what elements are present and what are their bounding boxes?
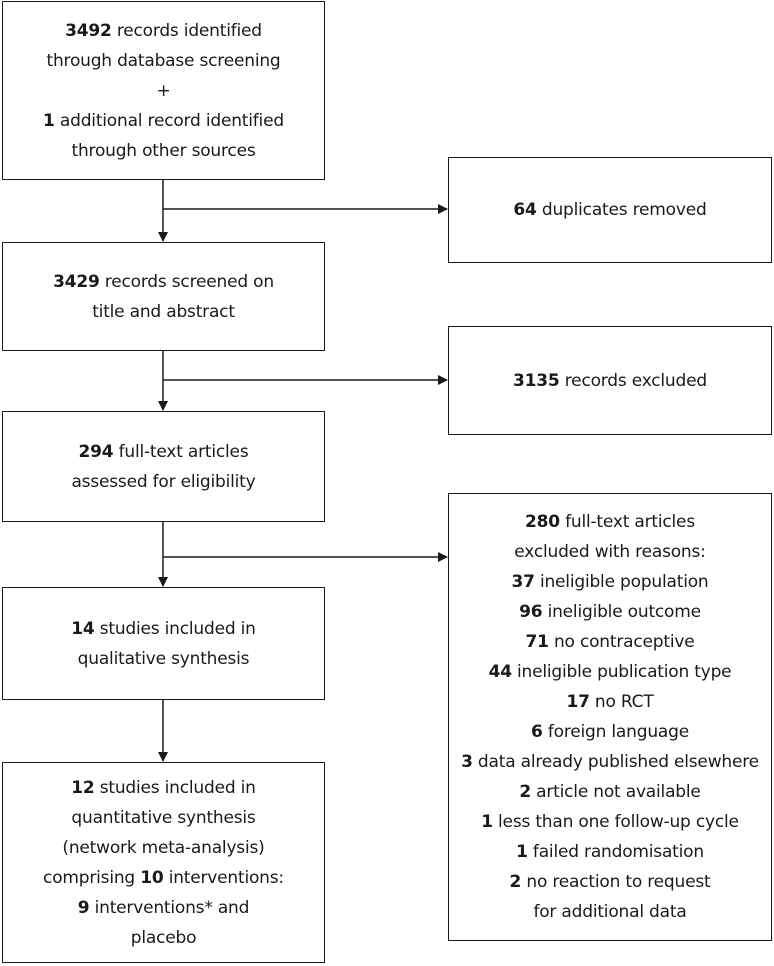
box-line: 1 failed randomisation [516, 837, 704, 867]
line-text: interventions* and [89, 897, 250, 918]
box-line: 12 studies included in [71, 773, 256, 803]
box-line: 64 duplicates removed [513, 195, 706, 225]
box-line: 1 additional record identified [43, 106, 284, 136]
box-fulltext-assessed: 294 full-text articles assessed for eligi… [2, 411, 325, 522]
box-line: 1 less than one follow-up cycle [481, 807, 739, 837]
line-text: no reaction to request [521, 872, 711, 892]
box-line: 3 data already published elsewhere [461, 747, 759, 777]
box-line: 280 full-text articles [525, 507, 695, 537]
line-text: records excluded [559, 370, 707, 391]
line-text: full-text articles [559, 512, 695, 532]
count-value: 2 [519, 782, 531, 802]
line-text: assessed for eligibility [71, 471, 256, 492]
box-records-screened: 3429 records screened on title and abstra… [2, 242, 325, 351]
box-line: 2 no reaction to request [510, 867, 711, 897]
box-line: through database screening [46, 46, 280, 76]
line-text: title and abstract [92, 301, 235, 322]
count-value: 64 [513, 200, 537, 220]
box-line: through other sources [71, 136, 255, 166]
line-text: qualitative synthesis [77, 648, 250, 669]
box-line: + [156, 76, 170, 106]
line-text: additional record identified [54, 110, 284, 131]
box-fulltext-excluded: 280 full-text articles excluded with reas… [448, 493, 772, 941]
line-text: full-text articles [113, 441, 249, 462]
count-value: 96 [519, 602, 543, 622]
box-line: 37 ineligible population [511, 567, 708, 597]
line-text: studies included in [94, 618, 256, 639]
count-value: 3492 [65, 20, 112, 41]
box-line: title and abstract [92, 297, 235, 327]
count-value: 14 [71, 618, 95, 639]
line-text: no RCT [589, 692, 654, 712]
box-line: 9 interventions* and [77, 893, 250, 923]
line-text: through other sources [71, 140, 256, 161]
line-text: ineligible publication type [511, 662, 732, 682]
count-value: 44 [488, 662, 512, 682]
line-text: interventions: [163, 867, 284, 888]
line-text: less than one follow-up cycle [492, 812, 739, 832]
box-line: qualitative synthesis [78, 644, 250, 674]
box-line: 6 foreign language [531, 717, 689, 747]
box-line: for additional data [533, 897, 686, 927]
count-value: 37 [511, 572, 535, 592]
box-line: 14 studies included in [71, 614, 256, 644]
box-duplicates-removed: 64 duplicates removed [448, 157, 772, 263]
box-line: 294 full-text articles [79, 437, 249, 467]
line-text: duplicates removed [536, 200, 707, 220]
line-text: failed randomisation [527, 842, 704, 862]
box-line: quantitative synthesis [71, 803, 255, 833]
line-text: placebo [130, 927, 197, 948]
count-value: 294 [78, 441, 114, 462]
count-value: 280 [525, 512, 560, 532]
box-line: excluded with reasons: [514, 537, 706, 567]
line-text: no contraceptive [548, 632, 695, 652]
line-text: excluded with reasons: [514, 542, 706, 562]
box-line: assessed for eligibility [71, 467, 255, 497]
box-line: 17 no RCT [566, 687, 653, 717]
count-value: 12 [71, 777, 95, 798]
box-line: 3135 records excluded [513, 366, 707, 396]
count-value: 1 [516, 842, 528, 862]
line-text: quantitative synthesis [71, 807, 256, 828]
box-quantitative-synthesis: 12 studies included in quantitative synth… [2, 762, 325, 963]
line-text: records screened on [99, 271, 274, 292]
count-value: 1 [43, 110, 55, 131]
box-qualitative-synthesis: 14 studies included in qualitative synthe… [2, 587, 325, 700]
count-value: 3429 [53, 271, 100, 292]
box-line: 3429 records screened on [53, 267, 274, 297]
line-text: ineligible outcome [542, 602, 702, 622]
box-line: (network meta-analysis) [62, 833, 264, 863]
box-line: 71 no contraceptive [526, 627, 695, 657]
count-value: 1 [481, 812, 493, 832]
count-value: 17 [566, 692, 590, 712]
box-line: 3492 records identified [65, 16, 262, 46]
line-text: + [156, 80, 171, 101]
line-text: comprising [43, 867, 141, 888]
line-text: records identified [111, 20, 262, 41]
count-value: 10 [140, 867, 164, 888]
line-text: for additional data [533, 902, 687, 922]
line-text: article not available [530, 782, 701, 802]
line-text: data already published elsewhere [472, 752, 759, 772]
line-text: ineligible population [534, 572, 709, 592]
line-text: studies included in [94, 777, 256, 798]
count-value: 71 [525, 632, 549, 652]
count-value: 9 [77, 897, 90, 918]
line-text: (network meta-analysis) [62, 837, 265, 858]
box-line: 96 ineligible outcome [519, 597, 701, 627]
count-value: 6 [531, 722, 543, 742]
box-line: 2 article not available [519, 777, 701, 807]
box-line: 44 ineligible publication type [489, 657, 732, 687]
box-records-excluded: 3135 records excluded [448, 326, 772, 435]
count-value: 3135 [513, 370, 560, 391]
box-records-identified: 3492 records identified through database … [2, 1, 325, 180]
box-line: comprising 10 interventions: [43, 863, 284, 893]
box-line: placebo [131, 923, 197, 953]
count-value: 2 [509, 872, 522, 892]
line-text: foreign language [542, 722, 689, 742]
line-text: through database screening [46, 50, 281, 71]
count-value: 3 [461, 752, 473, 772]
